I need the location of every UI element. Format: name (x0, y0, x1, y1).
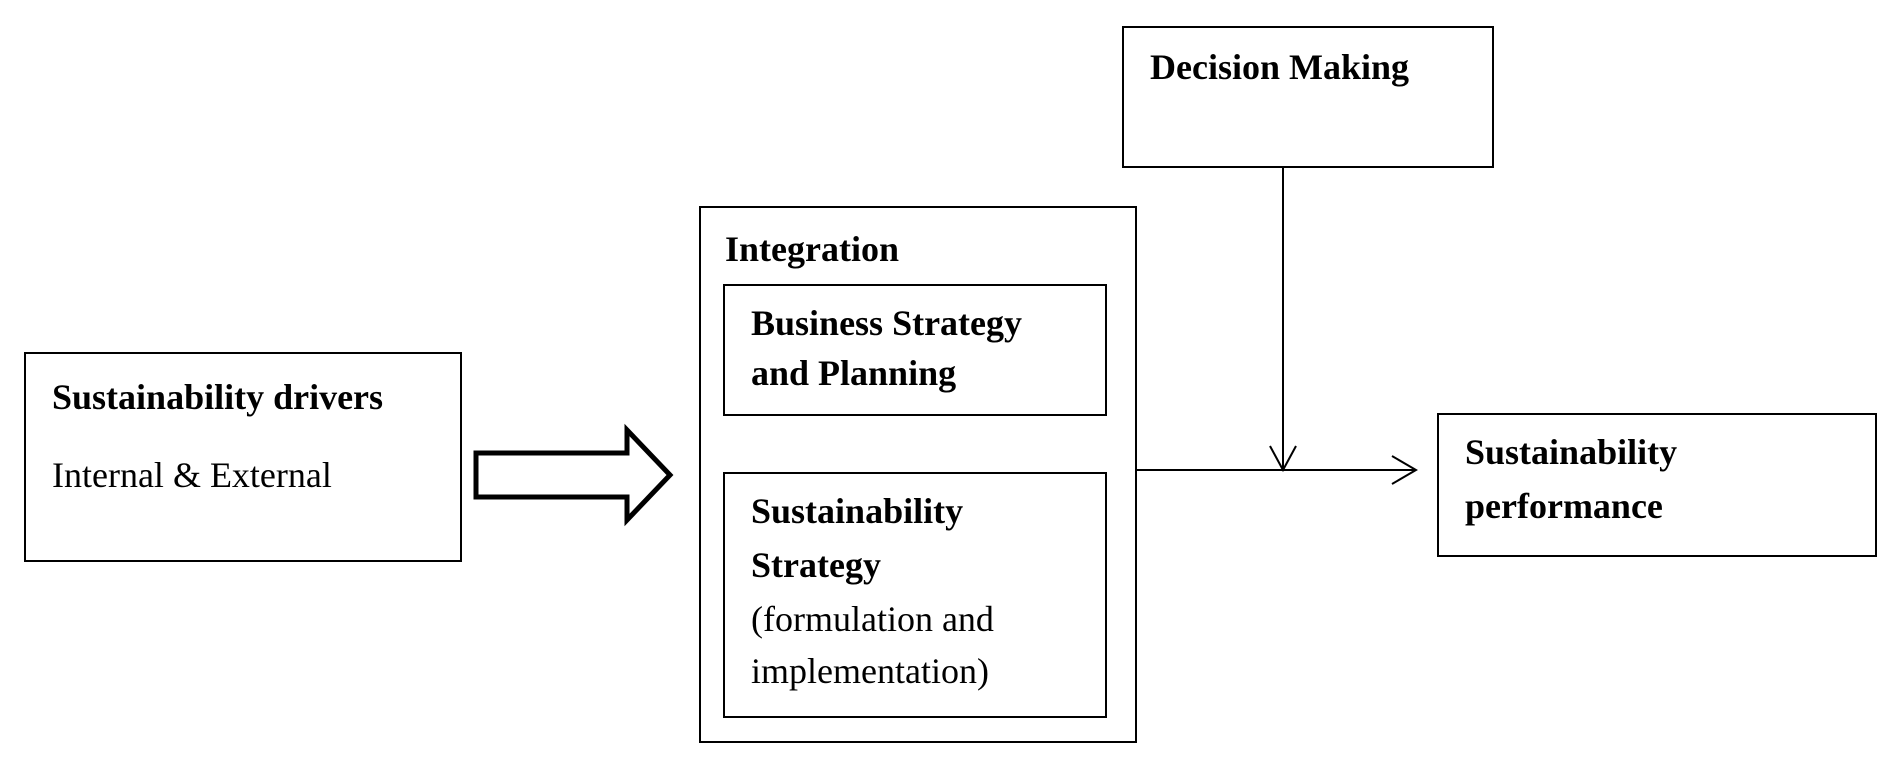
business-strategy-box: Business Strategy and Planning (723, 284, 1107, 416)
decision-making-title: Decision Making (1150, 47, 1410, 87)
drivers-box: Sustainability drivers Internal & Extern… (24, 352, 462, 562)
sustainability-strategy-line1: Sustainability (751, 491, 964, 531)
sustainability-strategy-line2: Strategy (751, 545, 881, 585)
integration-box: Integration Business Strategy and Planni… (699, 206, 1137, 743)
performance-line2: performance (1465, 486, 1663, 526)
business-strategy-line2: and Planning (751, 353, 957, 393)
decision-arrowhead (1269, 445, 1297, 473)
business-strategy-line1: Business Strategy (751, 303, 1023, 343)
decision-making-box: Decision Making (1122, 26, 1494, 168)
performance-arrowhead (1391, 455, 1418, 485)
block-arrow (473, 423, 674, 527)
sustainability-strategy-line4: implementation) (751, 651, 989, 691)
sustainability-strategy-line3: (formulation and (751, 599, 994, 639)
performance-box: Sustainability performance (1437, 413, 1877, 557)
sustainability-strategy-box: Sustainability Strategy (formulation and… (723, 472, 1107, 718)
drivers-title: Sustainability drivers (52, 377, 384, 417)
drivers-subtitle: Internal & External (52, 455, 332, 495)
performance-line1: Sustainability (1465, 432, 1678, 472)
integration-title: Integration (725, 229, 899, 269)
